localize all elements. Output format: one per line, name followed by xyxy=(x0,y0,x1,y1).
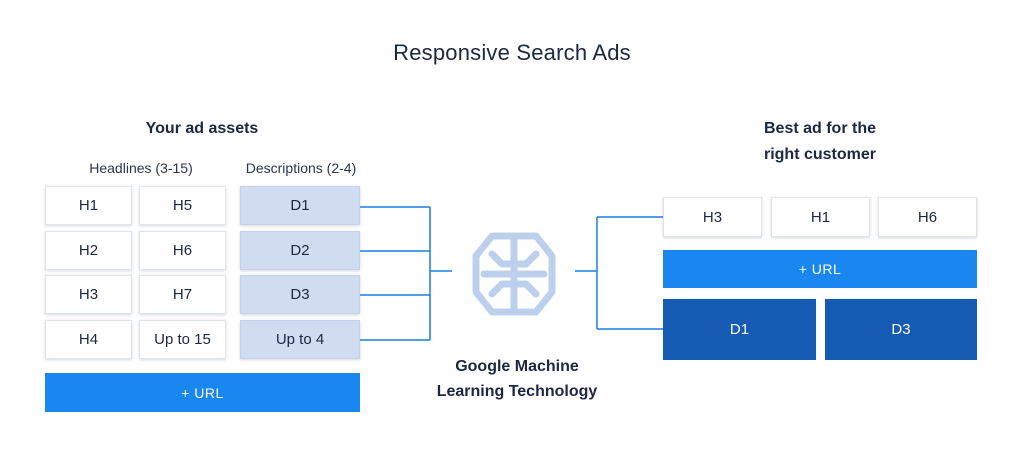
headline-h4: H4 xyxy=(45,320,132,359)
best-headline-h3: H3 xyxy=(663,197,762,237)
best-ad-heading-line2: right customer xyxy=(763,146,876,163)
headline-h1: H1 xyxy=(45,186,132,225)
headline-h3: H3 xyxy=(45,275,132,314)
best-headline-h6: H6 xyxy=(878,197,977,237)
left-url-bar: + URL xyxy=(45,373,360,412)
best-description-d1: D1 xyxy=(663,299,816,360)
headline-h6: H6 xyxy=(139,231,226,270)
description-d1: D1 xyxy=(240,186,360,225)
right-url-bar: + URL xyxy=(663,250,977,288)
ml-label-line2: Learning Technology xyxy=(436,383,598,400)
headline-up-to-15: Up to 15 xyxy=(139,320,226,359)
page-title: Responsive Search Ads xyxy=(393,40,631,65)
your-ad-assets-heading: Your ad assets xyxy=(145,120,259,137)
headline-h5: H5 xyxy=(139,186,226,225)
description-up-to-4: Up to 4 xyxy=(240,320,360,359)
description-d2: D2 xyxy=(240,231,360,270)
headline-h2: H2 xyxy=(45,231,132,270)
headline-h7: H7 xyxy=(139,275,226,314)
best-headline-h1: H1 xyxy=(771,197,870,237)
description-d3: D3 xyxy=(240,275,360,314)
ml-label-line1: Google Machine xyxy=(455,358,579,375)
brain-icon xyxy=(472,232,556,316)
best-ad-heading-line1: Best ad for the xyxy=(763,120,876,137)
descriptions-label: Descriptions (2-4) xyxy=(245,160,357,176)
headlines-label: Headlines (3-15) xyxy=(89,160,193,176)
best-description-d3: D3 xyxy=(825,299,977,360)
